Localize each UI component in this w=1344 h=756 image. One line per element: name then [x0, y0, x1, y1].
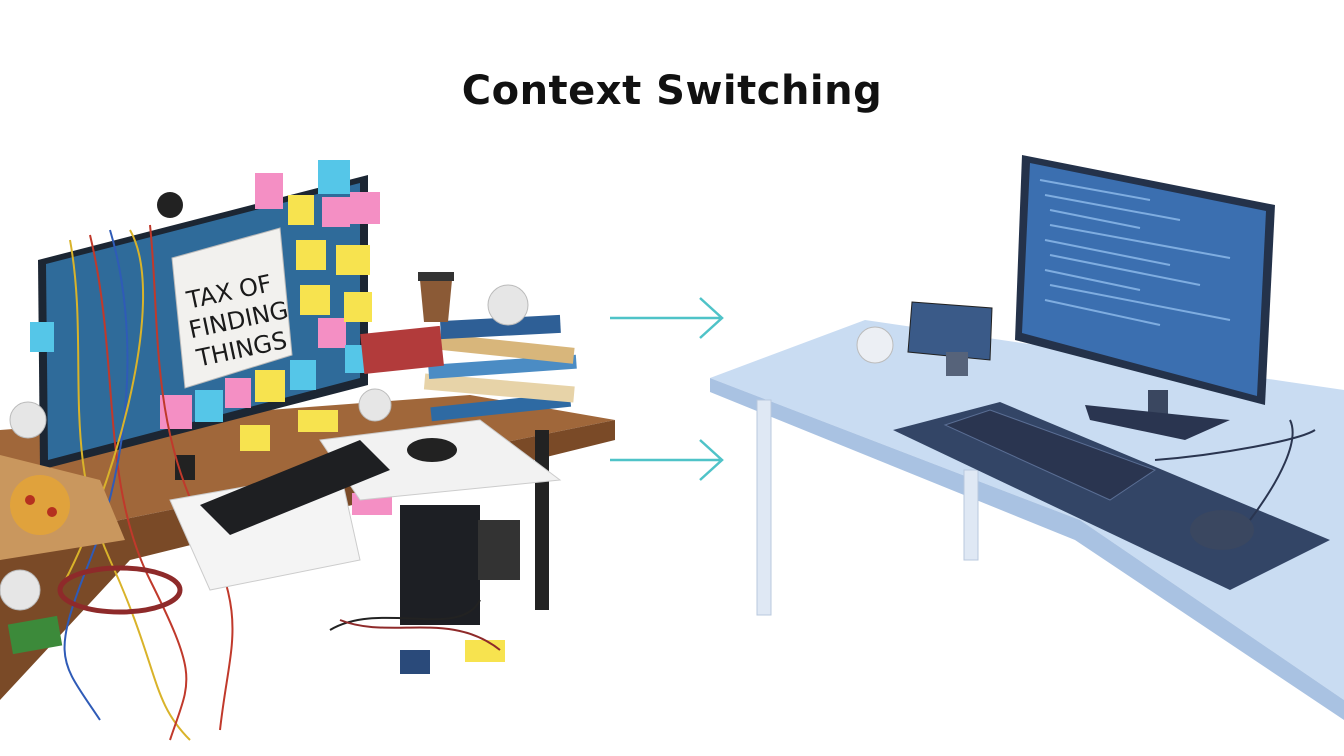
- book-stack: [360, 314, 577, 422]
- coffee-cup: [420, 280, 452, 322]
- circuit-board: [7, 615, 63, 655]
- messy-desk-scene: TAX OF FINDING THINGS: [0, 160, 615, 741]
- desk-leg: [756, 399, 772, 616]
- sticky-notes: [30, 160, 505, 662]
- arrow-right-icon: [610, 297, 724, 339]
- clean-desk-top: [710, 320, 1344, 700]
- messy-keyboard: [200, 440, 390, 535]
- page-title: Context Switching: [461, 68, 883, 114]
- crumpled-paper: [487, 284, 529, 326]
- messy-mouse: [407, 438, 457, 462]
- clean-keyboard: [943, 409, 1157, 501]
- webcam-icon: [157, 192, 183, 218]
- cup: [946, 352, 968, 376]
- monitor-stand: [1085, 405, 1230, 440]
- fan: [400, 650, 430, 674]
- pc-tower: [400, 505, 480, 625]
- tablet: [907, 301, 993, 361]
- clean-desk-scene: [710, 155, 1344, 720]
- arrow-right-icon: [610, 439, 724, 481]
- clean-monitor-screen: [1022, 163, 1266, 396]
- code-lines: [1039, 179, 1231, 326]
- pizza: [10, 475, 70, 535]
- sign-tax-of-finding-things: TAX OF FINDING THINGS: [171, 227, 293, 389]
- crumpled-paper: [856, 326, 894, 364]
- clean-mouse: [1190, 510, 1254, 550]
- desk-leg: [535, 430, 549, 610]
- arrows: [610, 297, 724, 481]
